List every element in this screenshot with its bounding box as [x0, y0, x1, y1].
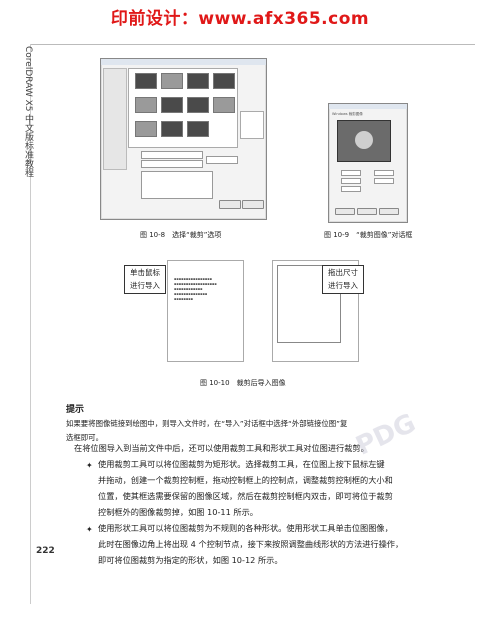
figure-caption-10-10: 图 10-10 裁剪后导入图像	[200, 379, 286, 387]
help-button	[379, 208, 399, 215]
dialog-titlebar	[101, 59, 266, 65]
bullet1-line: 使用裁剪工具可以将位图裁剪为矩形状。选择裁剪工具，在位图上按下鼠标左键	[98, 459, 385, 469]
crop-width-field	[341, 178, 361, 184]
callout-drag-import: 拖出尺寸 进行导入	[322, 265, 364, 294]
bullet1-line: 控制框外的图像裁剪掉，如图 10-11 所示。	[98, 507, 258, 517]
crop-left-field	[374, 170, 394, 176]
dialog-titlebar	[329, 104, 407, 109]
thumbnail	[161, 73, 183, 89]
figure-caption-10-9: 图 10-9 “裁剪图像”对话框	[324, 231, 413, 239]
watermark: PDG	[351, 408, 421, 462]
bullet2-line: 此时在图像边角上将出现 4 个控制节点，接下来按照调整曲线形状的方法进行操作，	[98, 539, 404, 549]
thumbnail	[161, 121, 183, 137]
import-button	[219, 200, 241, 209]
thumbnail	[213, 73, 235, 89]
crop-unit-field	[341, 186, 361, 192]
cancel-button	[357, 208, 377, 215]
ok-button	[335, 208, 355, 215]
callout-click-import: 单击鼠标 进行导入	[124, 265, 166, 294]
crop-preview-area	[337, 120, 391, 162]
import-dialog-screenshot	[100, 58, 267, 220]
bullet1-line: 位置，使其框选需要保留的图像区域，然后在裁剪控制框内双击，即可将位于裁剪	[98, 491, 393, 501]
thumbnail	[135, 97, 157, 113]
bullet2-line: 即可将位图裁剪为指定的形状，如图 10-12 所示。	[98, 555, 283, 565]
crop-height-field	[374, 178, 394, 184]
dialog-thumbnail-grid	[128, 68, 238, 148]
page-number: 222	[36, 546, 55, 556]
body-intro: 在将位图导入到当前文件中后，还可以使用裁剪工具和形状工具对位图进行裁剪。	[74, 443, 369, 453]
thumbnail	[187, 121, 209, 137]
callout-text: 单击鼠标	[130, 268, 160, 277]
thumbnail	[213, 97, 235, 113]
callout-text: 拖出尺寸	[328, 268, 358, 277]
crop-top-field	[341, 170, 361, 176]
bullet-marker: ✦	[86, 461, 93, 470]
thumbnail	[187, 73, 209, 89]
import-cursor-page: ▪▪▪▪▪▪▪▪▪▪▪▪▪▪▪▪▪▪▪▪▪▪▪▪▪▪▪▪▪▪▪▪▪▪▪▪▪▪▪▪…	[167, 260, 244, 362]
header-rule	[30, 44, 475, 45]
filename-field	[141, 151, 203, 159]
tip-heading: 提示	[66, 405, 85, 415]
crop-option-select	[206, 156, 238, 164]
tip-text-line: 如果要将图像链接到绘图中，则导入文件时，在“导入”对话框中选择“外部链接位图”复	[66, 419, 348, 428]
bullet1-line: 并拖动，创建一个裁剪控制框，拖动控制框上的控制点，调整裁剪控制框的大小和	[98, 475, 393, 485]
thumbnail	[187, 97, 209, 113]
tip-text-line: 选框即可。	[66, 433, 103, 442]
drag-rectangle	[277, 265, 341, 343]
thumbnail	[135, 73, 157, 89]
preview-pane	[240, 111, 264, 139]
thumbnail	[135, 121, 157, 137]
bullet2-line: 使用形状工具可以将位图裁剪为不规则的各种形状。使用形状工具单击位图图像，	[98, 523, 393, 533]
book-spine-title: CorelDRAW X5 中文版标准教程	[23, 46, 33, 178]
callout-text: 进行导入	[328, 281, 358, 290]
crop-preview-figure	[355, 131, 373, 149]
thumbnail	[161, 97, 183, 113]
dialog-caption: Windows 裁剪图像	[332, 112, 363, 116]
cancel-button	[242, 200, 264, 209]
figure-caption-10-8: 图 10-8 选择“裁剪”选项	[140, 231, 222, 239]
notes-field	[141, 171, 213, 199]
site-banner: 印前设计：www.afx365.com	[110, 9, 370, 29]
filetype-field	[141, 160, 203, 168]
spine-rule	[30, 44, 31, 604]
callout-text: 进行导入	[130, 281, 160, 290]
bullet-marker: ✦	[86, 525, 93, 534]
dialog-sidebar	[103, 68, 127, 170]
crop-image-dialog-screenshot: Windows 裁剪图像	[328, 103, 408, 223]
cursor-info: ▪▪▪▪▪▪▪▪▪▪▪▪▪▪▪▪▪▪▪▪▪▪▪▪▪▪▪▪▪▪▪▪▪▪▪▪▪▪▪▪…	[174, 277, 217, 301]
